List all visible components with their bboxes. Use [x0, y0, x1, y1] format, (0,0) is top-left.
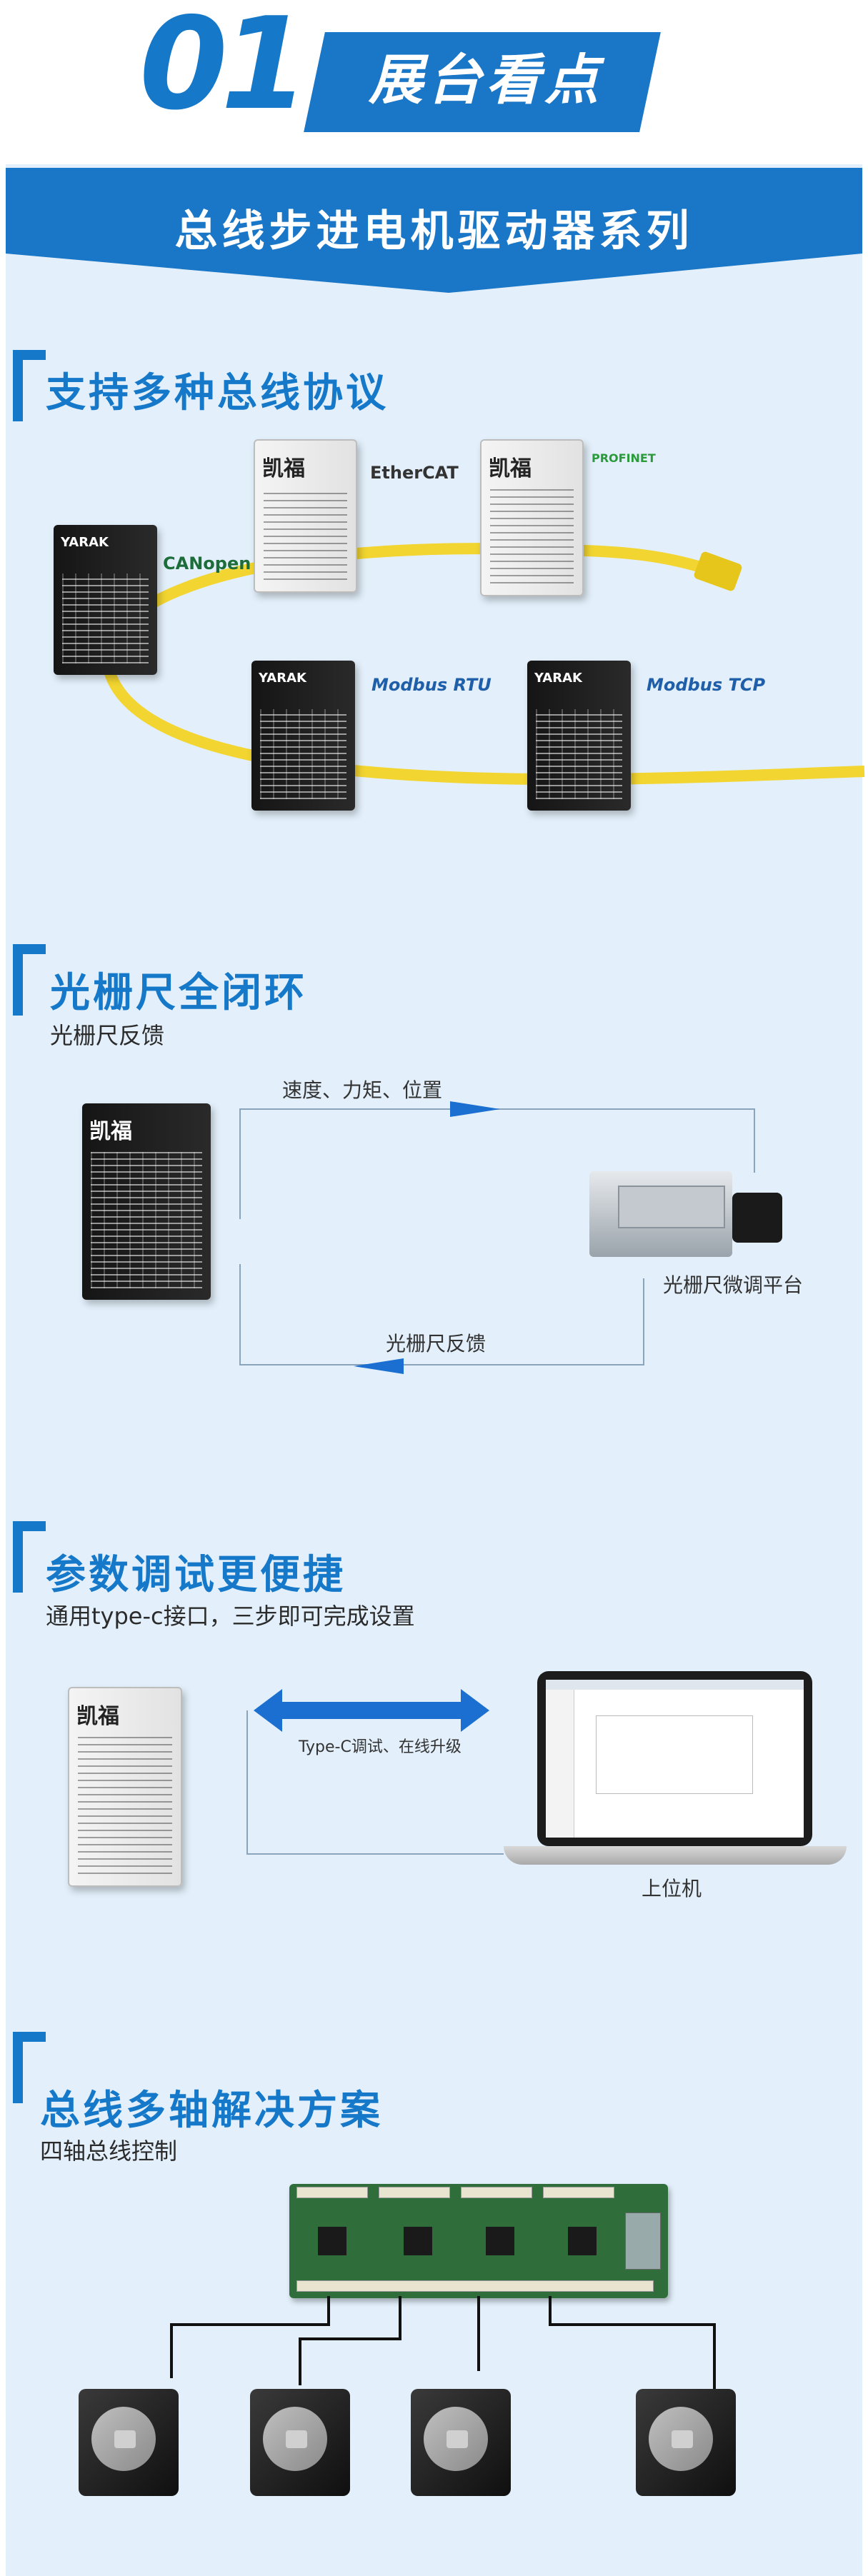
debug-drive: 凯福 [68, 1687, 182, 1887]
section-title-debug: 参数调试更便捷 [46, 1552, 346, 1598]
laptop-screen [537, 1671, 812, 1846]
feedback-path [239, 1264, 643, 1365]
ethercat-label: EtherCAT [370, 463, 459, 483]
grating-drive: 凯福 [82, 1103, 211, 1300]
section-bracket [13, 2032, 46, 2103]
modbus-tcp-drive: YARAK [527, 661, 631, 811]
section-subtitle-multiaxis: 四轴总线控制 [40, 2138, 178, 2165]
modbus-rtu-label: Modbus RTU [371, 675, 492, 695]
laptop-label: 上位机 [642, 1877, 702, 1900]
grating-stage-label: 光栅尺微调平台 [663, 1273, 804, 1297]
typec-label: Type-C调试、在线升级 [299, 1738, 462, 1756]
series-banner: 总线步进电机驱动器系列 [6, 168, 862, 293]
debug-software-window [546, 1680, 804, 1838]
section-subtitle-debug: 通用type-c接口，三步即可完成设置 [46, 1603, 415, 1630]
arrow-right-icon [450, 1101, 500, 1117]
section-subtitle-grating: 光栅尺反馈 [50, 1022, 165, 1049]
command-label: 速度、力矩、位置 [282, 1078, 443, 1102]
modbus-rtu-drive: YARAK [251, 661, 355, 811]
stepper-motor-4 [636, 2375, 754, 2500]
grating-stage-icon [589, 1164, 782, 1264]
section-title-grating: 光栅尺全闭环 [50, 970, 307, 1016]
ethercat-drive: 凯福 [254, 439, 357, 593]
header-tag-title: 展台看点 [369, 48, 603, 111]
network-cable [101, 543, 865, 786]
profinet-drive: 凯福 [480, 439, 584, 596]
canopen-drive: YARAK [54, 525, 157, 675]
canopen-label: CANopen [163, 553, 251, 573]
stepper-motor-1 [79, 2375, 196, 2500]
section-bracket [13, 1521, 46, 1593]
stepper-motor-3 [411, 2375, 529, 2500]
page-header: 01 展台看点 [0, 0, 868, 164]
arrow-left-icon [354, 1358, 404, 1374]
series-title: 总线步进电机驱动器系列 [174, 206, 694, 256]
multiaxis-pcb [289, 2184, 668, 2298]
laptop-base [504, 1846, 847, 1865]
usb-cable [246, 1853, 504, 1855]
section-number: 01 [139, 0, 309, 138]
modbus-tcp-label: Modbus TCP [647, 675, 766, 695]
section-title-multiaxis: 总线多轴解决方案 [40, 2088, 383, 2134]
feedback-label: 光栅尺反馈 [386, 1332, 487, 1355]
motor-wiring [170, 2296, 716, 2392]
profinet-label: PROFINET [592, 451, 656, 465]
section-title-bus: 支持多种总线协议 [46, 370, 389, 416]
section-bracket [13, 350, 46, 421]
stepper-motor-2 [250, 2375, 368, 2500]
section-bracket [13, 944, 46, 1016]
double-arrow-icon [254, 1689, 489, 1732]
